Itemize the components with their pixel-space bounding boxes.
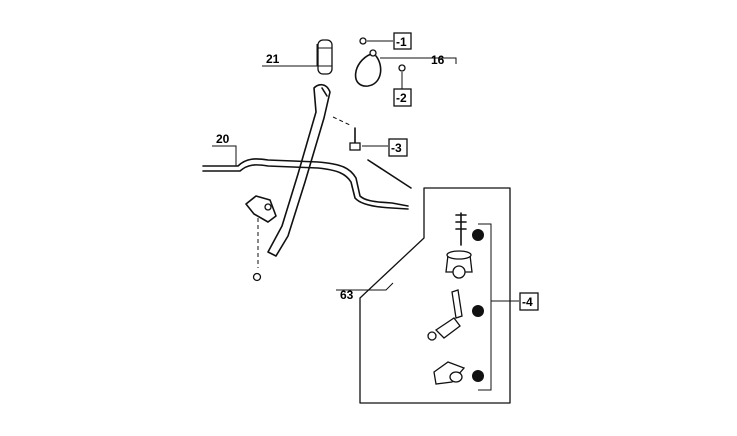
callout-20-label: 20 bbox=[216, 132, 230, 146]
callout-21-label: 21 bbox=[266, 52, 280, 66]
bolt-part-3 bbox=[332, 116, 361, 151]
lock-kit-frame bbox=[359, 187, 511, 404]
callout-63: 63 bbox=[336, 282, 394, 302]
callout-63-label: 63 bbox=[340, 288, 354, 302]
callout-4-label: -4 bbox=[522, 295, 533, 309]
callout-3: -3 bbox=[362, 138, 408, 157]
callout-4-bracket bbox=[472, 223, 519, 391]
callout-1: -1 bbox=[367, 32, 412, 50]
nut-part-2 bbox=[398, 64, 406, 72]
callout-3-label: -3 bbox=[391, 141, 402, 155]
nut-part-1 bbox=[359, 37, 367, 45]
callout-1-label: -1 bbox=[396, 35, 407, 49]
callout-16-label: 16 bbox=[431, 53, 445, 67]
callout-4: -4 bbox=[519, 292, 539, 311]
lower-bracket bbox=[245, 195, 277, 282]
callout-20: 20 bbox=[212, 132, 237, 166]
callout-2-label: -2 bbox=[396, 91, 407, 105]
grip-sleeve-part bbox=[317, 39, 333, 75]
linkage-bar-part-20 bbox=[202, 158, 412, 210]
key-part bbox=[427, 289, 463, 341]
callout-21: 21 bbox=[262, 44, 318, 67]
callout-2: -2 bbox=[393, 72, 412, 107]
lock-cylinder-part bbox=[433, 361, 466, 385]
cable-part-16 bbox=[354, 49, 382, 87]
hand-lever-rod bbox=[267, 83, 331, 257]
ignition-lock-part bbox=[445, 212, 473, 279]
callout-16: 16 bbox=[380, 53, 457, 67]
